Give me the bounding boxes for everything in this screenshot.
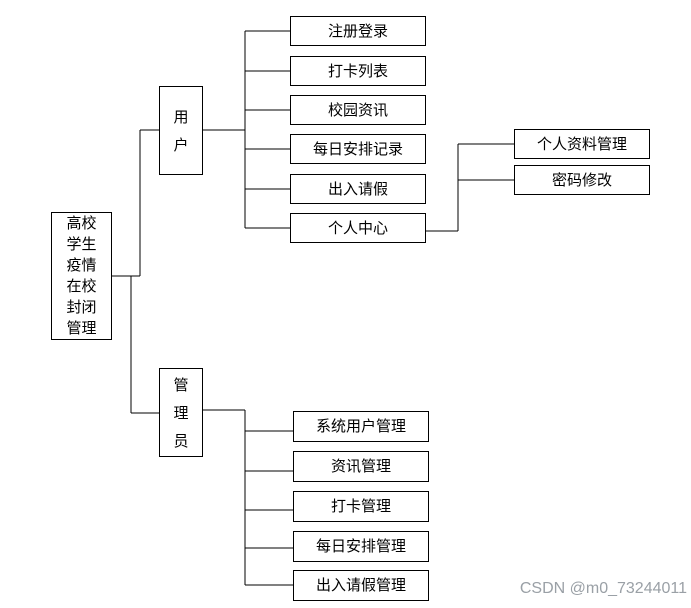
admin-function-label: 每日安排管理 [315,537,406,555]
admin-function-5: 出入请假管理 [293,570,429,601]
admin-function-3: 打卡管理 [293,491,429,522]
root-label: 高校学生疫情在校封闭管理 [66,214,97,337]
personal-center-function-label: 密码修改 [551,170,612,189]
user-function-label: 每日安排记录 [312,139,403,158]
user-node: 用户 [159,86,203,175]
admin-function-label: 打卡管理 [330,497,391,515]
user-function-4: 每日安排记录 [290,134,426,164]
user-function-label: 出入请假 [327,179,388,198]
user-function-5: 出入请假 [290,174,426,204]
user-function-label: 打卡列表 [327,61,388,80]
user-function-2: 打卡列表 [290,56,426,86]
personal-center-function-1: 个人资料管理 [514,129,650,159]
admin-function-4: 每日安排管理 [293,531,429,562]
admin-label: 管理员 [173,375,189,450]
user-label: 用户 [173,107,189,154]
admin-node: 管理员 [159,368,203,457]
admin-function-1: 系统用户管理 [293,411,429,442]
personal-center-function-label: 个人资料管理 [536,134,627,153]
user-function-label: 个人中心 [327,218,388,237]
user-function-6: 个人中心 [290,213,426,243]
admin-function-label: 出入请假管理 [315,576,406,594]
admin-function-label: 资讯管理 [330,457,391,475]
admin-function-label: 系统用户管理 [315,417,406,435]
user-function-3: 校园资讯 [290,95,426,125]
user-function-label: 注册登录 [327,21,388,40]
admin-function-2: 资讯管理 [293,451,429,482]
csdn-watermark: CSDN @m0_73244011 [519,580,687,597]
personal-center-function-2: 密码修改 [514,165,650,195]
root-node: 高校学生疫情在校封闭管理 [51,212,112,340]
user-function-label: 校园资讯 [327,100,388,119]
user-function-1: 注册登录 [290,16,426,46]
